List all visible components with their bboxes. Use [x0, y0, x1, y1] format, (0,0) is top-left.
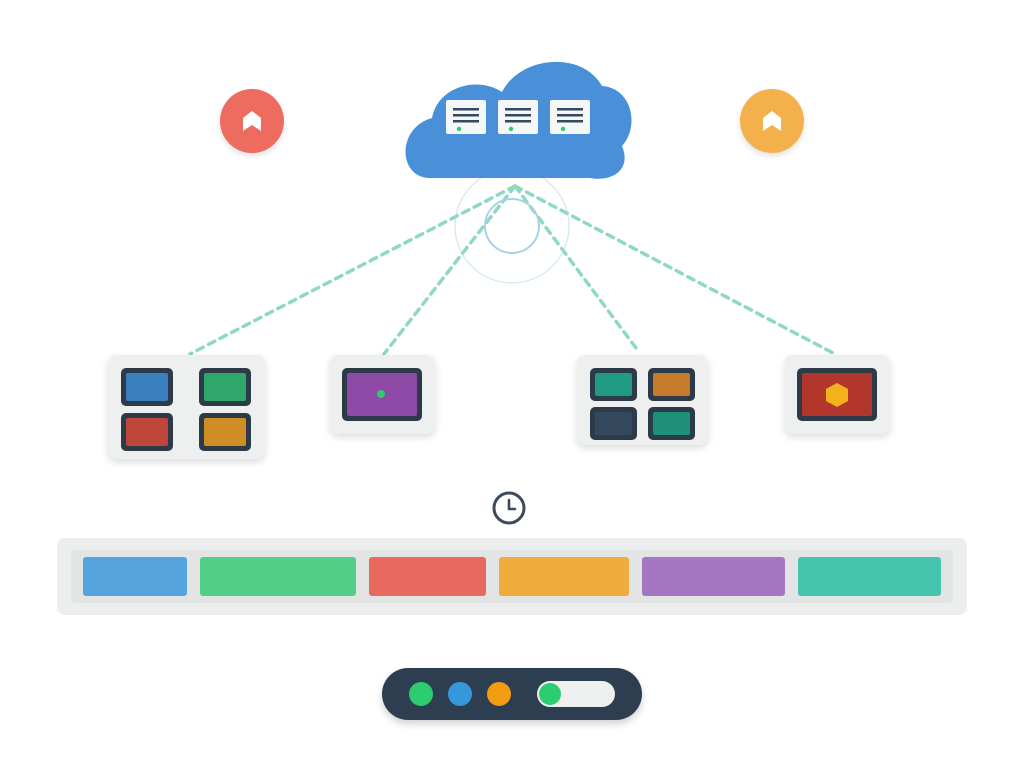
- connection-lines: [188, 184, 837, 356]
- status-dot-orange[interactable]: [487, 682, 511, 706]
- timeline-segment-1[interactable]: [83, 557, 187, 596]
- timeline-segment-3[interactable]: [369, 557, 486, 596]
- clock-icon: [492, 491, 526, 525]
- timeline-segment-4[interactable]: [499, 557, 629, 596]
- server-icon: [498, 100, 538, 134]
- bookmark-icon: [243, 111, 261, 131]
- device-panel-4[interactable]: [785, 355, 890, 434]
- device-panel-2[interactable]: [330, 355, 435, 434]
- device-screen: [342, 368, 422, 421]
- cloud-servers: [446, 100, 590, 134]
- server-icon: [550, 100, 590, 134]
- device-panel-3[interactable]: [577, 355, 708, 445]
- timeline-segment-5[interactable]: [642, 557, 785, 596]
- timeline-segment-6[interactable]: [798, 557, 941, 596]
- link-device-2: [382, 184, 517, 356]
- bookmark-icon: [763, 111, 781, 131]
- timeline-track: [57, 538, 967, 615]
- status-led: [377, 390, 385, 398]
- device-screen: [199, 368, 251, 406]
- server-icon: [446, 100, 486, 134]
- device-screen: [648, 407, 695, 440]
- control-bar: [382, 668, 642, 720]
- timeline-segment-2[interactable]: [200, 557, 356, 596]
- status-dot-blue[interactable]: [448, 682, 472, 706]
- status-dot-green[interactable]: [409, 682, 433, 706]
- bookmark-badge-left[interactable]: [220, 89, 284, 153]
- signal-ring-inner: [484, 198, 540, 254]
- link-device-4: [513, 184, 837, 356]
- device-screen: [199, 413, 251, 451]
- device-screen: [648, 368, 695, 401]
- device-panel-1[interactable]: [108, 355, 265, 459]
- toggle-switch[interactable]: [537, 681, 615, 707]
- device-screen: [590, 407, 637, 440]
- link-device-1: [188, 184, 517, 356]
- bookmark-badge-right[interactable]: [740, 89, 804, 153]
- hexagon-icon: [826, 383, 848, 407]
- timeline-inner: [71, 550, 953, 603]
- device-screen: [797, 368, 877, 421]
- device-screen: [121, 413, 173, 451]
- device-screen: [590, 368, 637, 401]
- device-screen: [121, 368, 173, 406]
- toggle-knob: [539, 683, 561, 705]
